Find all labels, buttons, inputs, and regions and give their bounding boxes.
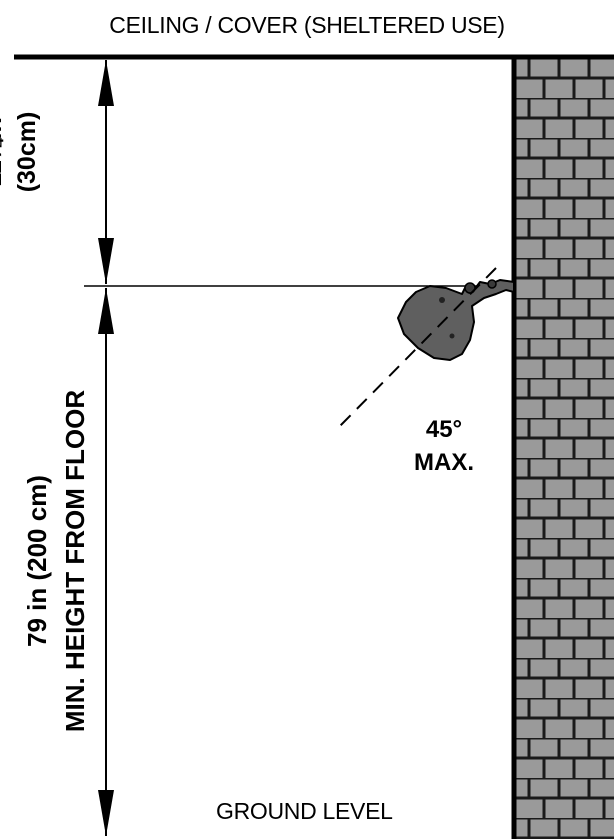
upper-dimension-label: 11¾in (30cm) (0, 72, 52, 232)
upper-dimension-metric: (30cm) (13, 111, 41, 193)
brick-wall (511, 58, 614, 839)
lower-dimension-label: 79 in (200 cm) MIN. HEIGHT FROM FLOOR (18, 351, 98, 771)
upper-dimension-line (98, 60, 114, 284)
angle-value: 45° (425, 416, 463, 443)
lower-dimension-caption: MIN. HEIGHT FROM FLOOR (60, 389, 90, 733)
lower-dimension-line (98, 288, 114, 836)
angle-label: 45° MAX. (390, 413, 498, 479)
angle-indicator-line (337, 267, 497, 429)
upper-dimension-imperial: 11¾in (0, 117, 7, 187)
lower-dimension-value: 79 in (200 cm) (22, 475, 52, 647)
angle-caption: MAX. (414, 449, 474, 476)
light-fixture (397, 279, 515, 361)
ground-level-label: GROUND LEVEL (216, 798, 393, 824)
ceiling-label: CEILING / COVER (SHELTERED USE) (109, 12, 505, 38)
